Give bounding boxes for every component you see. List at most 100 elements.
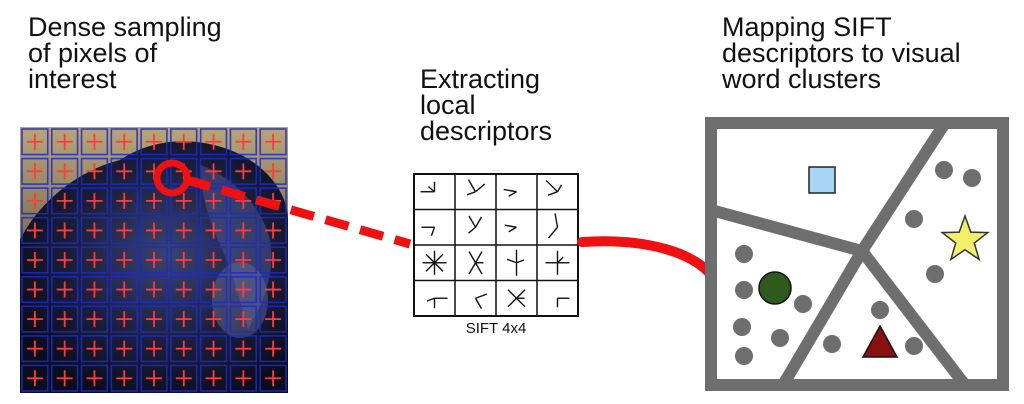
- orientation-bin: [504, 224, 517, 228]
- grid-cell: [199, 187, 228, 215]
- orientation-histogram: [545, 179, 563, 196]
- caption-dense-sampling: Dense sampling of pixels of interest: [28, 14, 222, 93]
- plus-marker: [116, 252, 133, 268]
- plus-marker: [146, 370, 162, 387]
- grid-cell: [110, 335, 138, 363]
- grid-cell: [50, 246, 79, 274]
- orientation-bin: [475, 293, 488, 299]
- grid-cell: [259, 364, 287, 392]
- grid-cell: [140, 364, 168, 392]
- plus-marker: [56, 340, 73, 357]
- grid-cell: [140, 275, 168, 304]
- plus-marker: [205, 370, 222, 387]
- grid-cell: [199, 335, 228, 363]
- plus-marker: [116, 281, 133, 298]
- plus-marker: [205, 281, 222, 298]
- grid-cell: [199, 305, 228, 333]
- orientation-bin: [557, 256, 564, 264]
- orientation-histogram: [420, 181, 436, 193]
- caption-line: local: [420, 90, 476, 120]
- sampled-image: [20, 127, 288, 393]
- plus-marker: [265, 370, 282, 387]
- grid-cell: [170, 305, 198, 333]
- cluster-center-circle: [758, 271, 792, 305]
- descriptor-point: [871, 301, 889, 319]
- cluster-boundary: [777, 247, 868, 389]
- plus-marker: [26, 163, 43, 180]
- grid-cell: [50, 128, 79, 156]
- plus-marker: [265, 133, 282, 150]
- grid-cell: [170, 216, 198, 245]
- plus-marker: [146, 222, 162, 239]
- grid-cell: [110, 187, 138, 215]
- plus-marker: [265, 163, 282, 180]
- grid-cell: [259, 275, 287, 304]
- cluster-center-square: [808, 166, 836, 194]
- plus-marker: [265, 340, 282, 357]
- grid-cell: [21, 187, 49, 215]
- orientation-bin: [508, 191, 517, 197]
- plus-marker: [175, 311, 192, 328]
- plus-marker: [116, 370, 133, 387]
- grid-cell: [199, 128, 228, 156]
- grid-cell: [170, 275, 198, 304]
- plus-marker: [26, 133, 43, 150]
- plus-marker: [235, 281, 252, 298]
- orientation-bin: [547, 226, 559, 239]
- sampling-grid: [21, 128, 287, 392]
- plus-marker: [175, 133, 192, 150]
- orientation-bin: [516, 259, 525, 264]
- grid-cell: [229, 216, 258, 245]
- orientation-histogram: [556, 297, 570, 308]
- grid-cell: [259, 157, 287, 185]
- grid-cell: [80, 157, 109, 185]
- descriptor-point: [926, 265, 944, 283]
- caption-line: Mapping SIFT: [722, 12, 892, 42]
- orientation-bin: [506, 258, 517, 264]
- cluster-boundary: [856, 119, 951, 255]
- orientation-bin: [425, 253, 435, 264]
- orientation-bin: [516, 297, 526, 308]
- plus-marker: [146, 311, 162, 328]
- grid-cell: [21, 335, 49, 363]
- orientation-bin: [554, 213, 559, 228]
- grid-cell: [50, 305, 79, 333]
- grid-cell: [80, 335, 109, 363]
- grid-cell: [259, 246, 287, 274]
- grid-cell: [199, 246, 228, 274]
- plus-marker: [116, 163, 133, 180]
- grid-cell: [21, 275, 49, 304]
- caption-line: Extracting: [420, 64, 541, 94]
- plus-marker: [265, 311, 282, 328]
- caption-line: descriptors: [420, 116, 553, 146]
- orientation-bin: [468, 226, 476, 234]
- grid-cell: [21, 305, 49, 333]
- orientation-histogram: [474, 293, 488, 309]
- grid-cell: [80, 305, 109, 333]
- grid-cell: [80, 246, 109, 274]
- grid-cell: [21, 128, 49, 156]
- orientation-histogram: [421, 226, 436, 236]
- orientation-bin: [427, 186, 435, 193]
- orientation-bin: [474, 251, 483, 264]
- grid-cell: [80, 187, 109, 215]
- cluster-boundary: [709, 204, 864, 257]
- orientation-bin: [467, 179, 477, 193]
- plus-marker: [235, 163, 252, 180]
- cluster-center-triangle: [861, 324, 899, 358]
- orientation-histogram: [468, 251, 484, 275]
- grid-cell: [229, 335, 258, 363]
- descriptor-point: [735, 347, 753, 365]
- plus-marker: [86, 252, 103, 268]
- plus-marker: [265, 252, 282, 268]
- plus-marker: [175, 222, 192, 239]
- caption-line: of pixels of: [28, 38, 158, 68]
- orientation-bin: [507, 289, 517, 299]
- descriptor-point: [963, 169, 981, 187]
- orientation-bin: [425, 262, 435, 272]
- plus-marker: [26, 311, 43, 328]
- grid-cell: [110, 128, 138, 156]
- plus-marker: [86, 222, 103, 239]
- grid-cell: [140, 216, 168, 245]
- plus-marker: [26, 192, 43, 209]
